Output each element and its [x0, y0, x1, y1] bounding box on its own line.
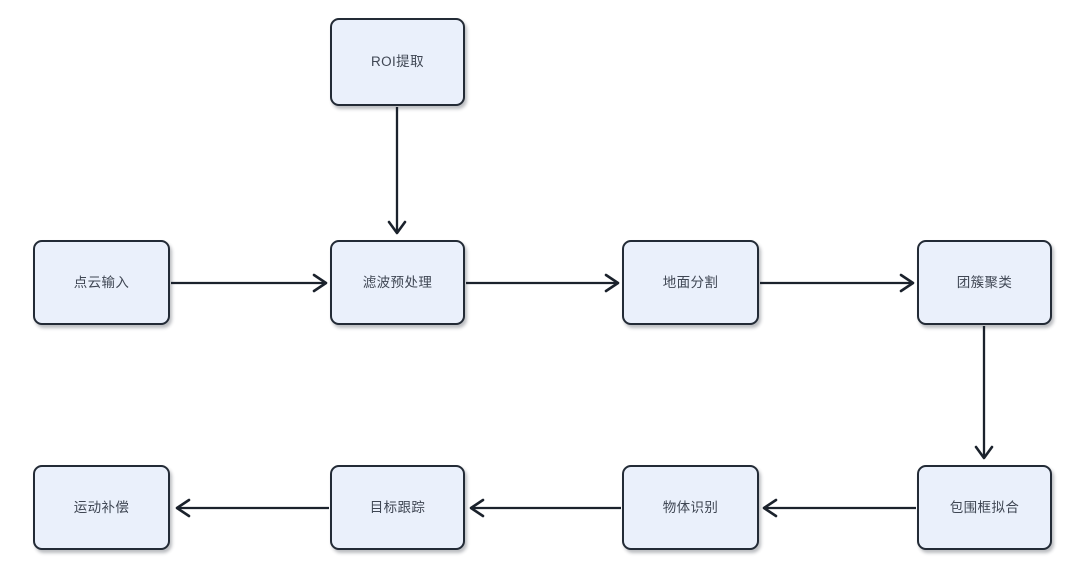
node-roi-label: ROI提取 [370, 54, 424, 70]
edge-cluster-to-bbox [974, 326, 994, 460]
node-cluster-clustering[interactable]: 团簇聚类 [917, 240, 1052, 325]
node-target-tracking[interactable]: 目标跟踪 [330, 465, 465, 550]
node-point-cloud-input-label: 点云输入 [73, 274, 130, 290]
node-object-recognition[interactable]: 物体识别 [622, 465, 759, 550]
node-bounding-box-fitting-label: 包围框拟合 [949, 499, 1020, 515]
node-roi[interactable]: ROI提取 [330, 18, 465, 106]
node-object-recognition-label: 物体识别 [662, 499, 719, 515]
node-target-tracking-label: 目标跟踪 [369, 499, 426, 515]
node-filter-preprocess-label: 滤波预处理 [362, 274, 433, 290]
edge-bbox-to-recognize [762, 498, 916, 518]
node-bounding-box-fitting[interactable]: 包围框拟合 [917, 465, 1052, 550]
node-ground-segmentation-label: 地面分割 [662, 274, 719, 290]
node-point-cloud-input[interactable]: 点云输入 [33, 240, 170, 325]
edge-ground-to-cluster [760, 273, 915, 293]
node-ground-segmentation[interactable]: 地面分割 [622, 240, 759, 325]
edge-recognize-to-track [469, 498, 621, 518]
node-motion-compensation-label: 运动补偿 [73, 499, 130, 515]
edge-filter-to-ground [466, 273, 620, 293]
node-cluster-clustering-label: 团簇聚类 [956, 274, 1013, 290]
edge-roi-to-filter [387, 107, 407, 235]
edge-input-to-filter [171, 273, 328, 293]
node-motion-compensation[interactable]: 运动补偿 [33, 465, 170, 550]
edge-track-to-motion [175, 498, 329, 518]
node-filter-preprocess[interactable]: 滤波预处理 [330, 240, 465, 325]
